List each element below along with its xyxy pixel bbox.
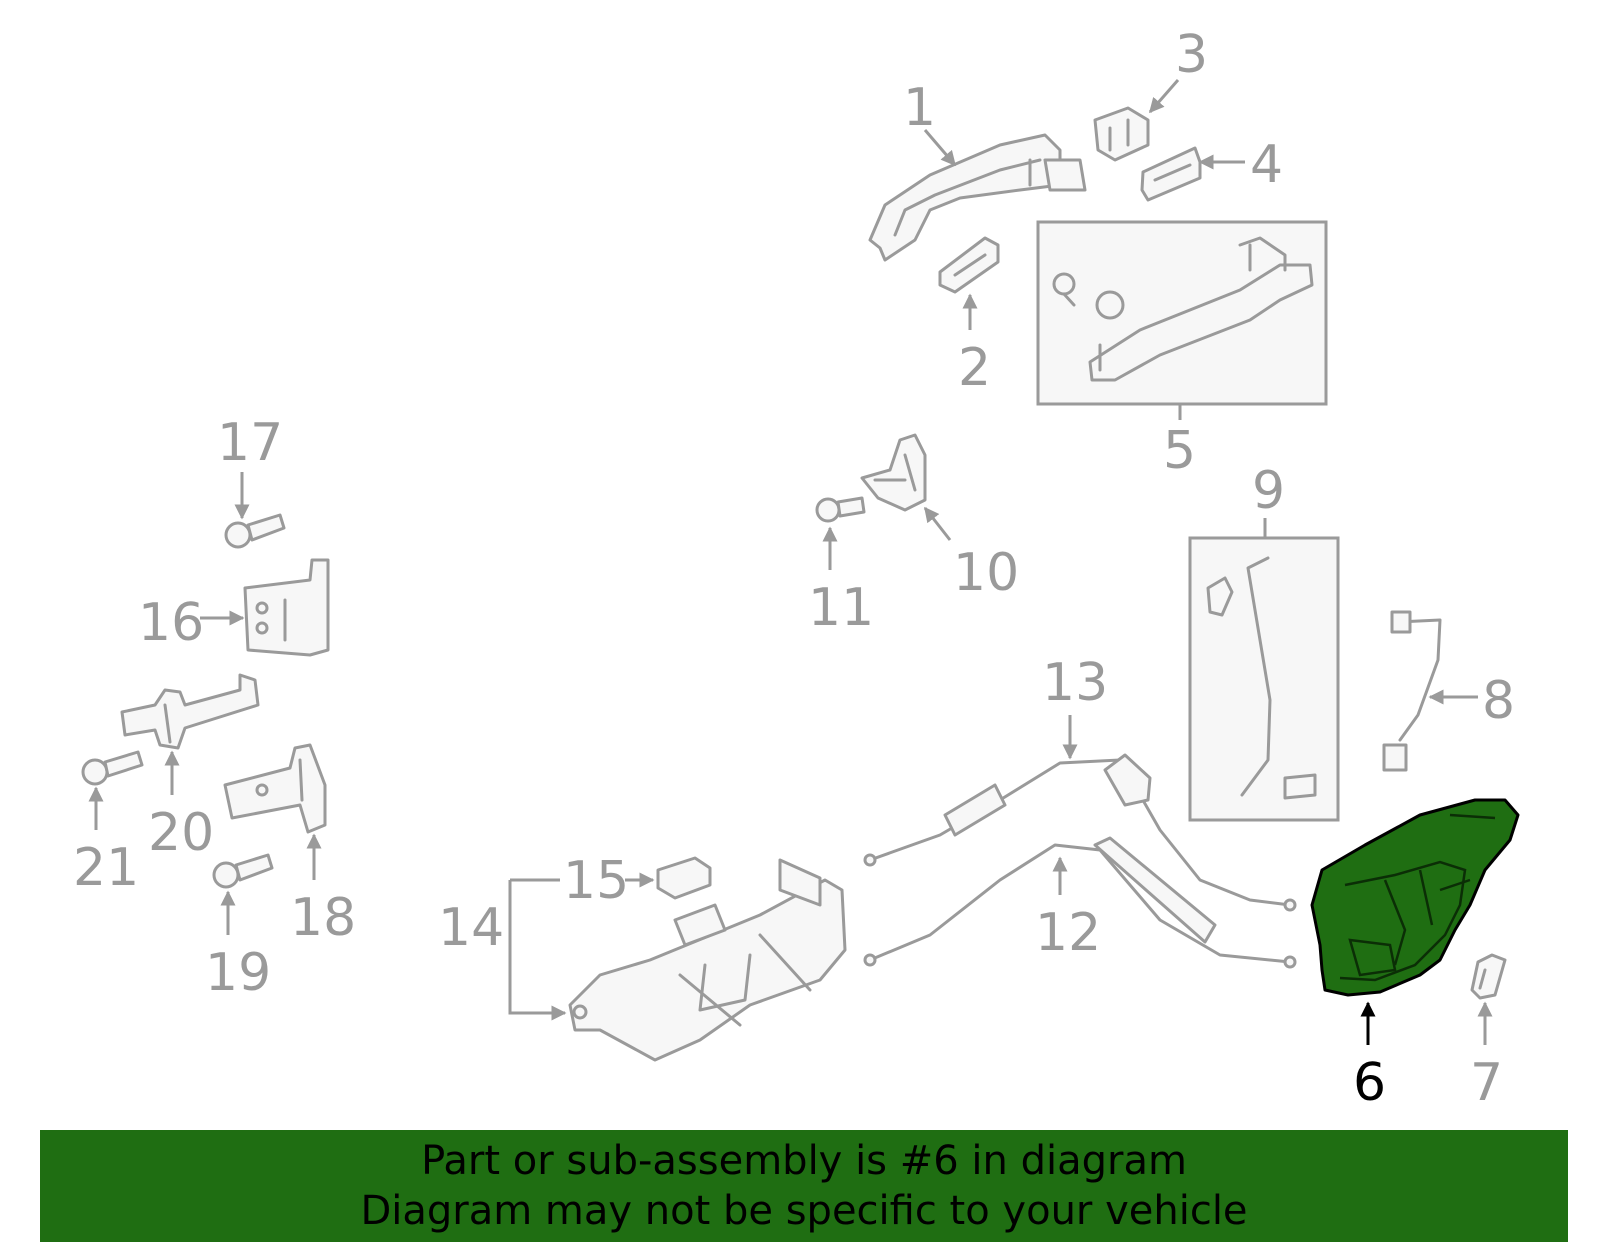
part-10-striker[interactable] — [860, 433, 927, 512]
part-18-hinge[interactable] — [223, 743, 327, 834]
callout-8: 8 — [1482, 671, 1515, 731]
part-2-cap[interactable] — [938, 236, 1000, 294]
leader-1 — [923, 129, 957, 167]
callout-1: 1 — [903, 78, 936, 138]
part-17-bolt[interactable] — [224, 513, 286, 549]
part-19-bolt[interactable] — [212, 853, 274, 889]
part-16-hinge[interactable] — [243, 558, 330, 657]
callout-19: 19 — [205, 943, 271, 1003]
callout-14: 14 — [438, 898, 504, 958]
part-9-lock-rod — [1206, 556, 1317, 800]
part-12-cable[interactable] — [863, 836, 1297, 969]
banner-line-2: Diagram may not be specific to your vehi… — [360, 1188, 1248, 1234]
info-banner: Part or sub-assembly is #6 in diagram Di… — [40, 1130, 1568, 1242]
part-14-inner-handle[interactable] — [568, 858, 847, 1062]
callout-3: 3 — [1175, 25, 1208, 85]
callout-15: 15 — [563, 851, 629, 911]
part-15-clip[interactable] — [656, 856, 712, 900]
leader-3 — [1148, 79, 1180, 114]
banner-line-1: Part or sub-assembly is #6 in diagram — [421, 1138, 1187, 1184]
part-11-screw[interactable] — [815, 496, 866, 523]
callout-21: 21 — [73, 838, 139, 898]
part-1-outer-handle[interactable] — [868, 133, 1087, 262]
part-21-bolt[interactable] — [81, 750, 144, 786]
parts-diagram: 1 2 3 4 5 10 11 — [73, 25, 1520, 1113]
part-7-cap[interactable] — [1470, 953, 1507, 1000]
callout-10: 10 — [953, 543, 1019, 603]
callout-18: 18 — [290, 888, 356, 948]
part-8-rod[interactable] — [1382, 610, 1442, 772]
callout-20: 20 — [148, 803, 214, 863]
callout-6: 6 — [1353, 1053, 1386, 1113]
callout-7: 7 — [1470, 1053, 1503, 1113]
callout-4: 4 — [1250, 135, 1283, 195]
part-20-door-check[interactable] — [120, 673, 260, 750]
part-4-pad[interactable] — [1140, 146, 1202, 202]
part-3-end-cap[interactable] — [1093, 106, 1150, 162]
callout-17: 17 — [217, 413, 283, 473]
part-5-handle-bracket — [1052, 236, 1314, 382]
callout-5: 5 — [1163, 421, 1196, 481]
part-6-door-latch[interactable] — [1310, 798, 1520, 997]
leader-10 — [923, 506, 952, 541]
callout-11: 11 — [808, 578, 874, 638]
part-13-cable[interactable] — [863, 753, 1297, 912]
callout-2: 2 — [958, 338, 991, 398]
callout-9: 9 — [1252, 461, 1285, 521]
callout-12: 12 — [1035, 903, 1101, 963]
callout-13: 13 — [1042, 653, 1108, 713]
leader-14-bottom — [508, 880, 567, 1021]
callout-16: 16 — [138, 593, 204, 653]
